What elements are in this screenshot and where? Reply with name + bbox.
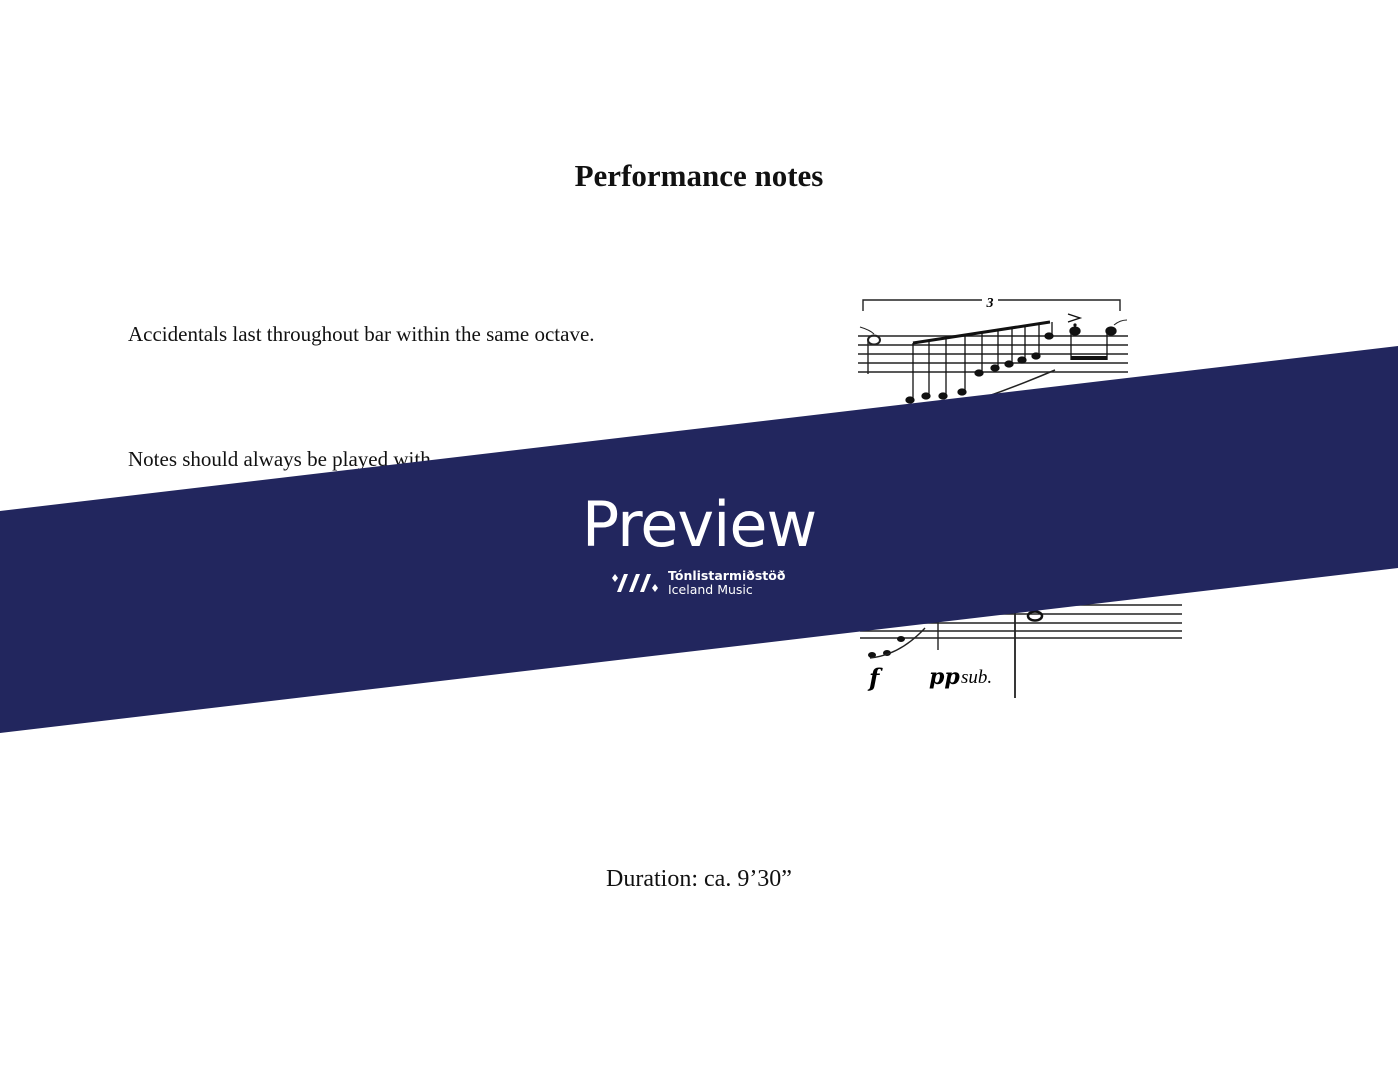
iceland-music-logo: Tónlistarmiðstöð Iceland Music bbox=[610, 569, 785, 597]
page-title: Performance notes bbox=[574, 158, 824, 193]
accent-icon bbox=[1067, 313, 1083, 323]
note-played: Notes should always be played with bbox=[128, 447, 431, 471]
dynamic-suffix: sub. bbox=[961, 667, 992, 688]
dynamic-forte: f bbox=[867, 663, 883, 692]
duration-text: Duration: ca. 9’30” bbox=[606, 866, 792, 892]
slur bbox=[982, 369, 1056, 399]
preview-label: Preview bbox=[581, 488, 817, 561]
brand-line-2: Iceland Music bbox=[668, 582, 753, 597]
iceland-music-logo-icon bbox=[612, 574, 658, 592]
half-note bbox=[867, 334, 881, 346]
tuplet-number: 3 bbox=[986, 296, 994, 311]
dynamic-pianissimo: pp bbox=[929, 664, 960, 690]
brand-line-1: Tónlistarmiðstöð bbox=[668, 568, 786, 583]
note-accidentals: Accidentals last throughout bar within t… bbox=[128, 322, 595, 346]
music-example-2: f pp sub. bbox=[860, 595, 1182, 698]
beam-2 bbox=[1071, 356, 1107, 360]
music-example-1: 3 bbox=[858, 293, 1128, 404]
whole-note bbox=[1026, 610, 1044, 622]
beam bbox=[912, 320, 1051, 345]
